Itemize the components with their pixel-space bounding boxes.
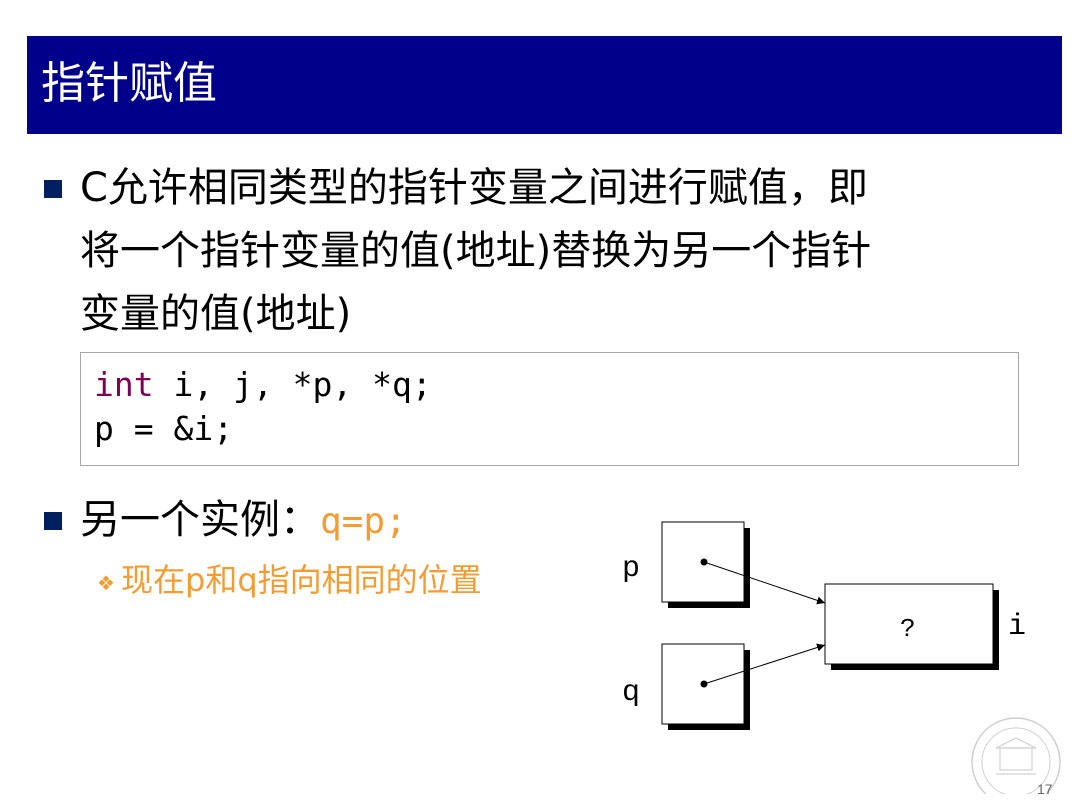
arrow-p-to-i xyxy=(703,561,826,605)
university-seal-icon xyxy=(971,717,1061,794)
code-line-1-rest: i, j, *p, *q; xyxy=(153,365,432,404)
bullet2-code: q=p; xyxy=(320,501,407,542)
bullet1-line1: C允许相同类型的指针变量之间进行赋值，即 xyxy=(80,165,868,211)
code-keyword-int: int xyxy=(94,365,154,404)
code-line-2: p = &i; xyxy=(94,409,234,448)
bullet1-line2: 将一个指针变量的值(地址)替换为另一个指针 xyxy=(80,228,872,274)
bullet2-line: 另一个实例：q=p; xyxy=(80,493,407,549)
bullet1-line3: 变量的值(地址) xyxy=(80,291,352,337)
bullet-square-2 xyxy=(44,512,62,530)
code-line-1: int i, j, *p, *q; xyxy=(94,363,432,407)
title-bar: 指针赋值 xyxy=(27,36,1062,134)
page-number: 17 xyxy=(1037,781,1053,797)
variable-value-i: ? xyxy=(900,614,916,644)
bullet2-label: 另一个实例： xyxy=(80,497,320,543)
sub-bullet-text: 现在p和q指向相同的位置 xyxy=(121,561,482,599)
variable-box-i xyxy=(824,583,994,665)
diamond-bullet-icon: ❖ xyxy=(97,571,115,595)
diagram-label-i: i xyxy=(1008,610,1026,644)
diagram-label-q: q xyxy=(622,676,640,710)
arrow-q-to-i xyxy=(703,643,826,685)
pointer-diagram: p q ? i xyxy=(622,521,1026,730)
code-box: int i, j, *p, *q; p = &i; xyxy=(80,352,1019,466)
bullet-square-1 xyxy=(44,180,62,198)
slide-title: 指针赋值 xyxy=(41,58,217,109)
diagram-label-p: p xyxy=(622,552,640,586)
